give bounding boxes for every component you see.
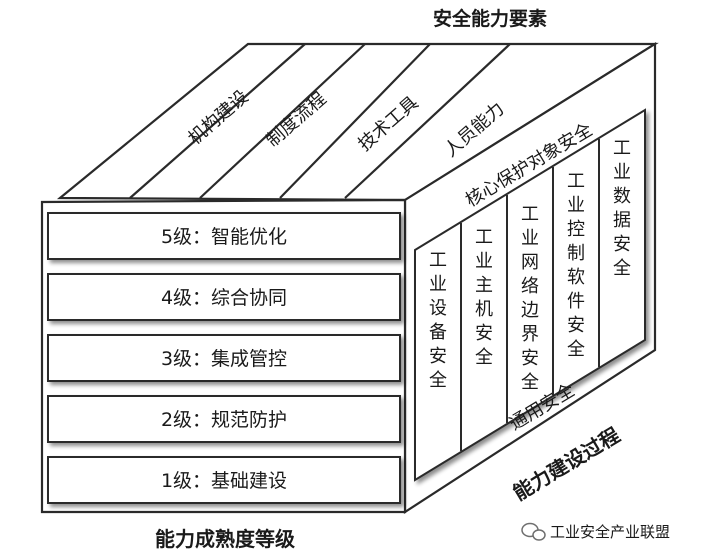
level-box-4	[47, 395, 401, 443]
level-box-2	[47, 273, 401, 321]
protection-column-1: 工业设备安全	[429, 250, 447, 391]
level-label-3: 3级：集成管控	[161, 348, 287, 370]
right-title: 能力建设过程	[509, 423, 624, 505]
level-label-5: 1级：基础建设	[161, 470, 287, 492]
level-box-1	[47, 212, 401, 260]
level-label-1: 5级：智能优化	[161, 226, 287, 248]
watermark: 工业安全产业联盟	[521, 522, 670, 541]
maturity-levels: 5级：智能优化 4级：综合协同 3级：集成管控 2级：规范防护 1级：基础建设	[47, 212, 401, 504]
protection-column-2: 工业主机安全	[475, 227, 493, 368]
level-box-5	[47, 456, 401, 504]
watermark-text: 工业安全产业联盟	[550, 523, 670, 541]
right-inner-panel	[414, 108, 646, 482]
level-box-3	[47, 334, 401, 382]
top-title: 安全能力要素	[433, 7, 547, 30]
top-face-dividers	[129, 43, 511, 199]
protection-column-5: 工业数据安全	[613, 138, 631, 279]
protection-column-3: 工业网络边界安全	[521, 204, 539, 393]
protection-column-4: 工业控制软件安全	[567, 171, 585, 360]
protection-object-columns: 工业设备安全 工业主机安全 工业网络边界安全 工业控制软件安全 工业数据安全	[429, 138, 631, 451]
level-label-4: 2级：规范防护	[161, 409, 287, 431]
level-label-2: 4级：综合协同	[161, 287, 287, 309]
wechat-icon	[521, 522, 546, 541]
front-title: 能力成熟度等级	[155, 527, 295, 551]
